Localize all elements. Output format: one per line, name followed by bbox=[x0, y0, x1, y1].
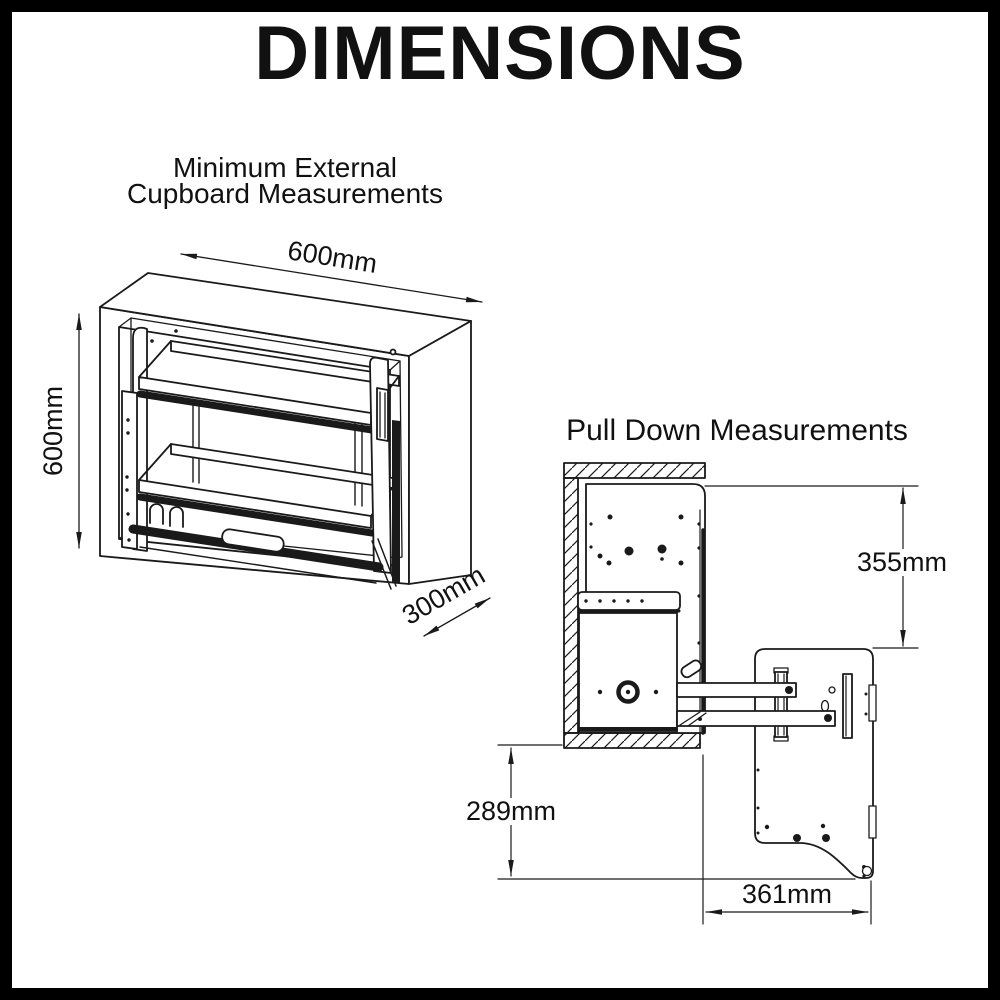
right-diagram-title: Pull Down Measurements bbox=[566, 414, 908, 447]
roller-knob bbox=[680, 659, 703, 679]
left-plate-screw-holes bbox=[125, 418, 131, 542]
dim-arrowhead bbox=[852, 909, 868, 915]
page-title: DIMENSIONS bbox=[254, 11, 746, 96]
mechanism-housing bbox=[577, 591, 703, 733]
pivot-hub bbox=[616, 680, 640, 704]
left-subtitle-line2: Cupboard Measurements bbox=[127, 178, 443, 209]
dim-arrowhead bbox=[900, 488, 906, 504]
plate-holes bbox=[589, 514, 701, 645]
dim-arrowhead bbox=[474, 598, 490, 609]
dim-arrowhead bbox=[508, 860, 514, 876]
lower-arm bbox=[676, 710, 836, 727]
dimension-height: 600mm bbox=[38, 313, 82, 549]
dim-label-height: 600mm bbox=[38, 386, 68, 476]
carcass-section-hatched bbox=[563, 462, 706, 749]
lower-basket-rail bbox=[136, 493, 376, 537]
handle-hook bbox=[169, 506, 184, 528]
upper-arm bbox=[676, 682, 797, 698]
handle-grip bbox=[221, 528, 285, 553]
dim-label-projection: 361mm bbox=[742, 879, 832, 909]
cupboard-side-face bbox=[408, 320, 472, 585]
dimension-below-cabinet: 289mm bbox=[466, 744, 856, 880]
lower-basket bbox=[136, 443, 400, 537]
dim-label-below-cabinet: 289mm bbox=[466, 796, 556, 826]
dim-arrowhead bbox=[76, 532, 82, 548]
arm-pivot-bolt bbox=[824, 714, 832, 722]
housing-screws bbox=[584, 599, 644, 603]
dim-arrowhead bbox=[424, 625, 440, 636]
dim-arrowhead bbox=[900, 630, 906, 646]
left-subtitle-line1: Minimum External bbox=[172, 152, 398, 183]
arm-pivot-bolt bbox=[785, 686, 793, 694]
handle-bar bbox=[128, 503, 384, 584]
dim-label-drop-height: 355mm bbox=[857, 547, 947, 577]
articulating-arms bbox=[676, 682, 836, 727]
dimension-drop-height: 355mm bbox=[704, 485, 947, 649]
dim-arrowhead bbox=[76, 314, 82, 330]
panel-corner-roller bbox=[861, 865, 873, 877]
handle-hook bbox=[149, 503, 164, 525]
lift-mechanism-column bbox=[369, 348, 397, 574]
left-diagram-subtitle: Minimum External Cupboard Measurements bbox=[85, 152, 485, 209]
slide-strip bbox=[392, 420, 400, 583]
panel-holes bbox=[756, 692, 868, 878]
pull-down-side-view: 355mm 289mm 361mm bbox=[466, 462, 947, 925]
dim-arrowhead bbox=[181, 253, 198, 260]
upper-basket-rail bbox=[136, 390, 376, 434]
dim-arrowhead bbox=[706, 909, 722, 915]
dim-arrowhead bbox=[508, 748, 514, 764]
left-runner-plate bbox=[121, 390, 138, 550]
dimension-projection: 361mm bbox=[702, 754, 872, 925]
dim-arrowhead bbox=[465, 296, 482, 303]
cupboard-isometric-drawing: 600mm 600mm 300mm bbox=[38, 235, 491, 637]
